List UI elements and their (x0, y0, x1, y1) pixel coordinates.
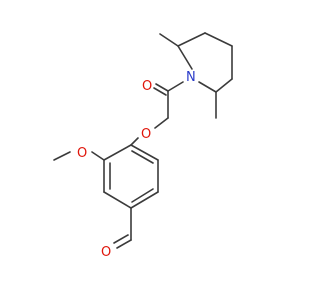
bond-ar1-ar2 (103, 144, 132, 161)
bond-carbonyl-c-o-b (153, 87, 167, 96)
bond-c3-c4 (204, 32, 233, 47)
bond-c2-c3 (177, 32, 206, 47)
piperidine-ring (159, 32, 233, 119)
bond-ar3-ar4 (103, 191, 132, 209)
bond-c5-c6 (215, 78, 233, 93)
bond-carbonyl-c-o-a (155, 83, 169, 92)
atom-oxygen-methoxy: O (77, 146, 87, 161)
bond-c6-n (198, 81, 217, 93)
bond-cho-o-a (116, 239, 132, 249)
bond-ar1-o-ether (130, 137, 139, 146)
bond-o-methoxy-ch3 (53, 151, 71, 161)
bond-cho-o-b (113, 234, 129, 244)
benzene-ring (103, 137, 159, 209)
bond-ar6-ar1 (130, 144, 159, 161)
bond-ar6-ar1-inner (131, 150, 154, 164)
atom-nitrogen: N (186, 70, 196, 85)
atom-oxygen-ketone: O (142, 79, 152, 94)
atom-oxygen-aldehyde: O (101, 245, 111, 260)
bond-n-carbonyl-c (167, 81, 184, 92)
bond-ch2-o-ether (154, 117, 169, 129)
bond-ar4-ar5-inner (131, 188, 154, 203)
aldehyde-group (113, 207, 132, 249)
methoxy-group (53, 151, 105, 161)
bond-c2-methyl (159, 33, 179, 47)
bond-ar4-ar5 (130, 191, 159, 209)
bond-ar2-o-methoxy (91, 151, 105, 161)
atom-oxygen-ether: O (141, 127, 151, 142)
acetyl-linker (153, 81, 184, 129)
bond-n-c2 (177, 45, 193, 70)
molecule-structure: N O O O O (53, 32, 233, 260)
